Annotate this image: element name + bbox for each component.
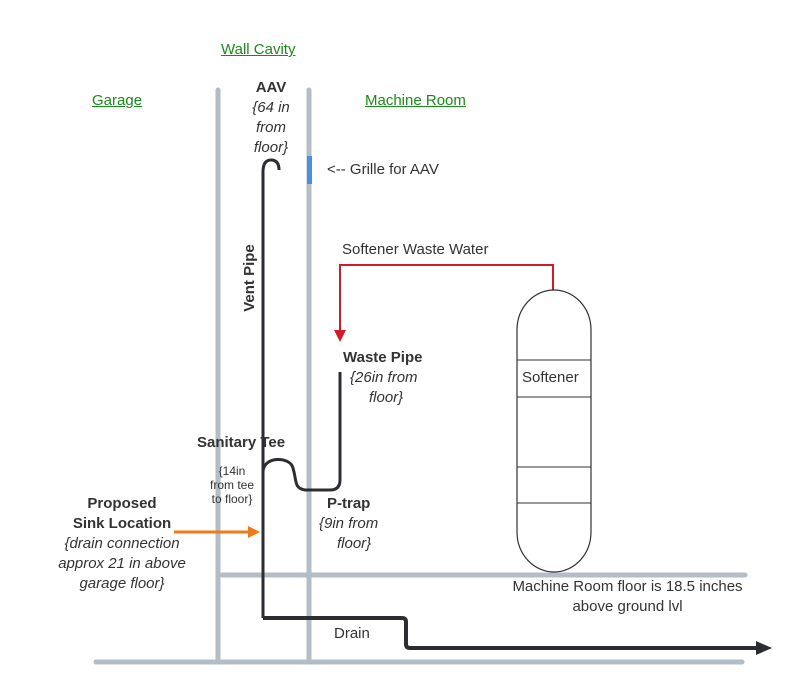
- drain-label: Drain: [334, 625, 370, 642]
- waste-pipe-height-line2: floor}: [369, 389, 404, 406]
- p-trap-height-line1: {9in from: [319, 515, 379, 532]
- machine-room-floor-note-line2: above ground lvl: [572, 598, 683, 615]
- drain-arrow-head: [756, 641, 772, 655]
- grille-for-aav: [307, 156, 312, 184]
- softener-waste-line: [339, 264, 554, 334]
- proposed-sink-note-line2: approx 21 in above: [58, 555, 186, 572]
- garage-label: Garage: [92, 92, 143, 109]
- proposed-sink-title-line2: Sink Location: [72, 515, 172, 532]
- p-trap-title: P-trap: [327, 495, 371, 512]
- sanitary-tee-note-line3: to floor}: [211, 492, 253, 506]
- machine-room-floor-note-line1: Machine Room floor is 18.5 inches: [512, 578, 743, 595]
- sanitary-tee-note-line1: {14in: [218, 464, 246, 478]
- aav-title: AAV: [255, 79, 287, 96]
- wall-cavity-label: Wall Cavity: [221, 41, 296, 58]
- grille-label: <-- Grille for AAV: [327, 161, 439, 178]
- vent-pipe: [261, 158, 281, 618]
- softener-waste-arrow-head: [334, 330, 346, 342]
- softener-label: Softener: [522, 369, 579, 386]
- drain-pipe: [263, 616, 760, 650]
- aav-annotation: AAV {64 in from floor}: [236, 78, 306, 158]
- aav-height-line1: {64 in: [252, 99, 290, 116]
- proposed-sink-note-line1: {drain connection: [64, 535, 180, 552]
- aav-height-line3: floor}: [253, 139, 289, 156]
- machine-room-label: Machine Room: [365, 92, 466, 109]
- sanitary-tee-title: Sanitary Tee: [197, 434, 286, 451]
- vent-pipe-label: Vent Pipe: [241, 244, 258, 312]
- proposed-sink-note-line3: garage floor}: [79, 575, 165, 592]
- proposed-sink-arrow-head: [248, 526, 260, 538]
- waste-pipe-height-line1: {26in from: [350, 369, 418, 386]
- softener-waste-water-label: Softener Waste Water: [342, 241, 489, 258]
- sanitary-tee-note-line2: from tee: [209, 478, 254, 492]
- proposed-sink-title-line1: Proposed: [87, 495, 157, 512]
- softener-tank: [516, 289, 592, 573]
- proposed-sink-annotation: Proposed Sink Location {drain connection…: [38, 494, 206, 594]
- sanitary-tee-to-p-trap: [261, 372, 342, 492]
- sanitary-tee-note: {14in from tee to floor}: [200, 464, 264, 506]
- machine-room-floor-note: Machine Room floor is 18.5 inches above …: [495, 577, 760, 617]
- waste-pipe-title: Waste Pipe: [343, 349, 423, 366]
- p-trap-height-line2: floor}: [337, 535, 372, 552]
- aav-height-line2: from: [256, 119, 286, 136]
